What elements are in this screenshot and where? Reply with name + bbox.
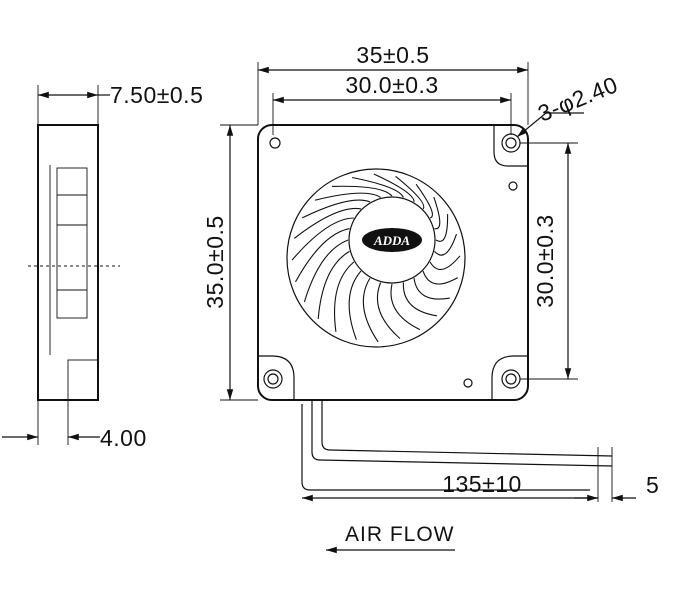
side-view-body — [37, 124, 99, 401]
impeller-blade — [433, 196, 441, 230]
air-flow-label: AIR FLOW — [345, 523, 455, 546]
side-view-base — [67, 359, 99, 401]
impeller-blade — [301, 199, 371, 219]
impeller-blade — [373, 173, 415, 202]
lead-wires — [301, 400, 613, 502]
front-view: ADDA 35±0.5 30.0±0.3 35.0±0.5 30.0±0.3 3… — [202, 42, 659, 554]
pin-hole-top-left — [269, 137, 281, 149]
impeller-blade — [295, 228, 350, 283]
thickness-dimension-label: 7.50±0.5 — [110, 82, 203, 108]
mount-hole-bottom-left — [263, 369, 283, 389]
impeller-blade — [413, 278, 450, 300]
impeller-hub — [348, 196, 436, 284]
impeller-blade — [434, 233, 458, 256]
ear-bottom-left — [258, 355, 295, 400]
side-view-impeller — [56, 167, 88, 319]
ear-bottom-right — [491, 355, 528, 400]
pin-hole-right — [508, 181, 518, 191]
impeller-blade — [362, 277, 379, 343]
impeller-blade — [303, 239, 349, 303]
impeller-blade — [429, 255, 461, 270]
inner-height-label: 30.0±0.3 — [532, 214, 558, 307]
side-view: 7.50±0.5 4.00 — [2, 82, 203, 451]
impeller-blade — [291, 217, 354, 261]
impeller-blade — [314, 192, 381, 201]
impeller-blade — [348, 270, 362, 340]
outer-height-label: 35.0±0.5 — [202, 215, 228, 308]
impeller-blades — [291, 173, 461, 343]
air-flow-indicator: AIR FLOW — [326, 523, 455, 554]
inner-width-label: 30.0±0.3 — [345, 72, 438, 98]
impeller-blade — [333, 261, 355, 332]
impeller-blade — [293, 207, 361, 239]
impeller-blade — [415, 183, 433, 219]
impeller-blade — [376, 282, 401, 339]
impeller-blade — [390, 283, 421, 331]
impeller-blade — [402, 282, 437, 317]
strip-dimension-label: 5 — [646, 472, 659, 498]
adda-logo: ADDA — [362, 228, 422, 252]
impeller-blade — [395, 175, 425, 210]
ear-top-right — [493, 125, 528, 167]
base-dimension-label: 4.00 — [100, 425, 147, 451]
impeller-blade — [332, 185, 393, 197]
impeller-blade — [422, 270, 458, 285]
outer-width-label: 35±0.5 — [356, 42, 429, 68]
hole-callout-leader — [516, 112, 547, 138]
svg-text:ADDA: ADDA — [373, 233, 410, 248]
impeller-outer-ring — [286, 168, 466, 348]
impeller-blade — [317, 250, 350, 319]
pin-hole-bottom — [463, 378, 473, 388]
mount-hole-bottom-right — [501, 369, 521, 389]
cable-dimension-label: 135±10 — [442, 471, 522, 497]
fan-housing — [257, 124, 529, 401]
hole-callout-label: 3-φ2.40 — [534, 71, 621, 126]
impeller-blade — [351, 176, 404, 198]
impeller-blade — [435, 214, 449, 242]
